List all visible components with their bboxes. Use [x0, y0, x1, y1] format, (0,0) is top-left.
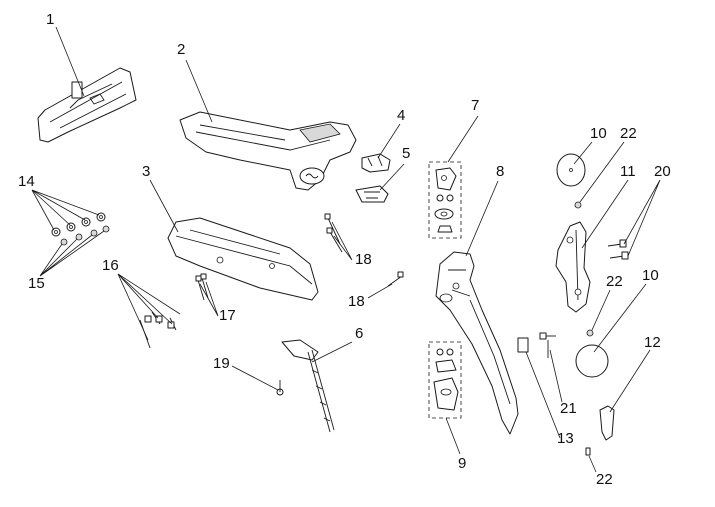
svg-text:18: 18 — [348, 293, 365, 310]
label-1: 1 — [46, 11, 85, 97]
part-16-screws — [139, 311, 177, 349]
label-14: 14 — [18, 173, 100, 231]
svg-text:22: 22 — [596, 471, 613, 488]
part-22-nut-lower — [585, 447, 591, 456]
part-13-block — [517, 337, 529, 353]
label-10-upper: 10 — [573, 125, 607, 165]
svg-text:7: 7 — [471, 97, 479, 114]
part-15-nuts — [60, 225, 110, 246]
label-17: 17 — [199, 281, 236, 324]
part-3-frame — [167, 217, 319, 301]
svg-text:9: 9 — [458, 455, 466, 472]
svg-text:22: 22 — [606, 273, 623, 290]
part-21-bolt — [539, 332, 556, 358]
svg-text:10: 10 — [590, 125, 607, 142]
svg-text:11: 11 — [620, 163, 636, 180]
label-19: 19 — [213, 355, 279, 391]
part-1-cover — [37, 67, 137, 143]
svg-text:15: 15 — [28, 275, 45, 292]
part-5-bracket — [355, 185, 389, 203]
label-5: 5 — [379, 145, 410, 191]
svg-text:21: 21 — [560, 400, 577, 417]
svg-text:2: 2 — [177, 41, 185, 58]
part-2-frame — [179, 111, 357, 191]
label-7: 7 — [447, 97, 479, 163]
label-11: 11 — [581, 163, 636, 249]
part-18-screws — [324, 213, 343, 253]
label-3: 3 — [142, 163, 179, 233]
part-20-bolts — [607, 239, 629, 260]
label-15: 15 — [28, 230, 105, 292]
part-18-screw-lower — [387, 271, 404, 287]
label-10-lower: 10 — [593, 267, 659, 353]
part-22-nut-upper — [574, 201, 582, 209]
svg-text:22: 22 — [620, 125, 637, 142]
label-12: 12 — [609, 334, 661, 413]
label-9: 9 — [445, 417, 466, 472]
label-22-middle: 22 — [591, 273, 623, 331]
label-6: 6 — [311, 325, 363, 363]
part-19-screw — [276, 380, 284, 396]
part-10-disc-lower — [575, 344, 609, 378]
label-21: 21 — [549, 349, 577, 417]
svg-text:19: 19 — [213, 355, 230, 372]
label-20: 20 — [623, 163, 671, 257]
svg-text:14: 14 — [18, 173, 35, 190]
part-17-screws — [195, 273, 209, 301]
svg-text:16: 16 — [102, 257, 119, 274]
part-6-rod — [281, 339, 335, 433]
part-4-bracket — [361, 153, 391, 173]
label-4: 4 — [377, 107, 405, 159]
label-18-lower: 18 — [348, 283, 393, 310]
svg-text:5: 5 — [402, 145, 410, 162]
part-8-arm — [435, 251, 519, 435]
svg-text:20: 20 — [654, 163, 671, 180]
svg-text:10: 10 — [642, 267, 659, 284]
label-18-upper: 18 — [331, 221, 372, 268]
label-13: 13 — [525, 351, 574, 447]
svg-text:12: 12 — [644, 334, 661, 351]
label-2: 2 — [177, 41, 213, 123]
part-22-nut-middle — [586, 329, 594, 337]
part-12-clip — [599, 405, 615, 441]
label-16: 16 — [102, 257, 181, 341]
label-22-upper: 22 — [579, 125, 637, 203]
part-10-disc-upper — [556, 153, 586, 187]
part-11-bracket — [555, 221, 591, 313]
part-9-kit — [428, 341, 462, 419]
svg-text:4: 4 — [397, 107, 405, 124]
svg-text:1: 1 — [46, 11, 54, 28]
svg-text:13: 13 — [557, 430, 574, 447]
svg-text:17: 17 — [219, 307, 236, 324]
part-7-kit — [428, 161, 462, 239]
svg-text:6: 6 — [355, 325, 363, 342]
svg-text:18: 18 — [355, 251, 372, 268]
label-22-lower: 22 — [588, 455, 613, 488]
label-8: 8 — [465, 163, 504, 257]
svg-text:8: 8 — [496, 163, 504, 180]
svg-text:3: 3 — [142, 163, 150, 180]
